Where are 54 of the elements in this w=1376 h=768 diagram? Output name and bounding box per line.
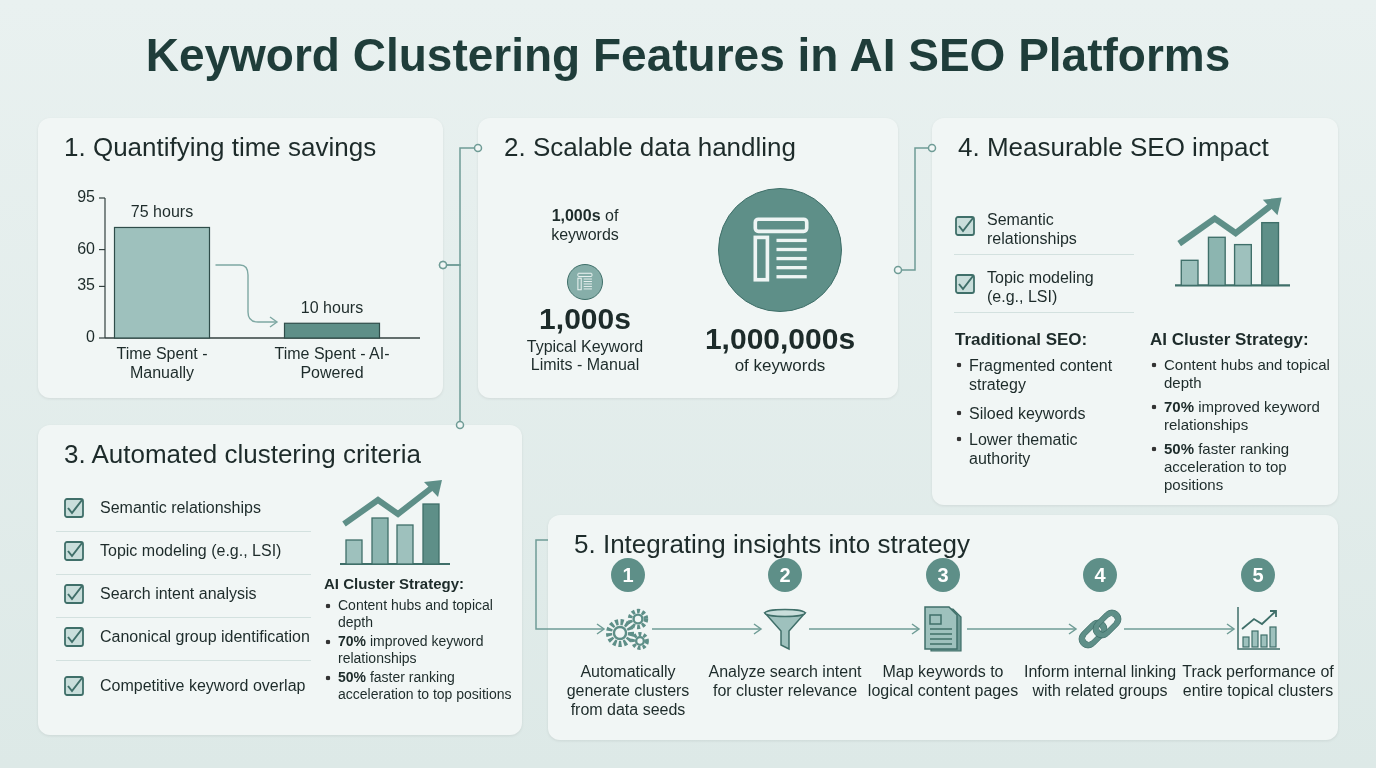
- checklist-item: Topic modeling (e.g., LSI): [987, 268, 1095, 306]
- arrow: [535, 539, 605, 635]
- node-label: Track performance of entire topical clusters: [1181, 662, 1335, 700]
- node-label: Inform internal linking with related groups: [1022, 662, 1178, 700]
- axis-tick-label: 35: [76, 276, 95, 295]
- arrow: [808, 623, 920, 635]
- panel-title: 5. Integrating insights into strategy: [574, 529, 970, 560]
- panel-title: 3. Automated clustering criteria: [64, 439, 421, 470]
- node-label: 1,000s: [538, 302, 632, 336]
- panel-card: [548, 515, 1338, 740]
- checklist-item: Semantic relationships: [987, 210, 1078, 248]
- step-number-badge: 1: [611, 558, 645, 592]
- title: Keyword Clustering Features in AI SEO Platforms: [144, 28, 1232, 82]
- checklist-item: Search intent analysis: [100, 584, 258, 603]
- list-heading: AI Cluster Strategy:: [324, 575, 466, 593]
- list-heading: Traditional SEO:: [955, 330, 1089, 350]
- list-heading: AI Cluster Strategy:: [1150, 330, 1310, 350]
- bullet-item: Content hubs and topical depth: [1150, 356, 1330, 392]
- category-label: Time Spent - AI-Powered: [273, 344, 391, 382]
- checklist-item: Competitive keyword overlap: [100, 676, 307, 695]
- checklist-item: Topic modeling (e.g., LSI): [100, 541, 283, 560]
- panel-card: [478, 118, 898, 398]
- panel-card: [932, 118, 1338, 505]
- arrow: [1123, 623, 1235, 635]
- checklist-item: Semantic relationships: [100, 498, 262, 517]
- checklist-item: Canonical group identification: [100, 627, 311, 646]
- node-label: Analyze search intent for cluster relevance: [707, 662, 863, 700]
- value-label: 10 hours: [299, 299, 365, 318]
- node-label: Automatically generate clusters from data seeds: [565, 662, 691, 719]
- connector-line: [893, 143, 937, 275]
- keyword-list-circle-icon: [567, 264, 603, 300]
- node-label: 1,000s of keywords: [550, 206, 620, 244]
- node-label: 1,000,000s: [703, 322, 857, 356]
- arrow: [966, 623, 1077, 635]
- step-number-badge: 3: [926, 558, 960, 592]
- panel-title: 4. Measurable SEO impact: [958, 132, 1269, 163]
- arrow: [651, 623, 762, 635]
- panel-card: [38, 425, 522, 735]
- axis-tick-label: 60: [76, 239, 95, 258]
- step-number-badge: 4: [1083, 558, 1117, 592]
- connector-line: [438, 260, 465, 430]
- step-number-badge: 2: [768, 558, 802, 592]
- panel-title: 1. Quantifying time savings: [64, 132, 377, 163]
- panel-title: 2. Scalable data handling: [504, 132, 796, 163]
- category-label: Time Spent - Manually: [115, 344, 209, 382]
- node-label: Map keywords to logical content pages: [866, 662, 1020, 700]
- panel-card: [38, 118, 443, 398]
- node-label: Typical Keyword Limits - Manual: [525, 338, 645, 374]
- step-number-badge: 5: [1241, 558, 1275, 592]
- axis-tick-label: 0: [85, 328, 95, 346]
- chart-icon: [1234, 605, 1282, 653]
- axis-tick-label: 95: [76, 188, 95, 206]
- node-label: of keywords: [733, 356, 827, 376]
- value-label: 75 hours: [129, 203, 195, 222]
